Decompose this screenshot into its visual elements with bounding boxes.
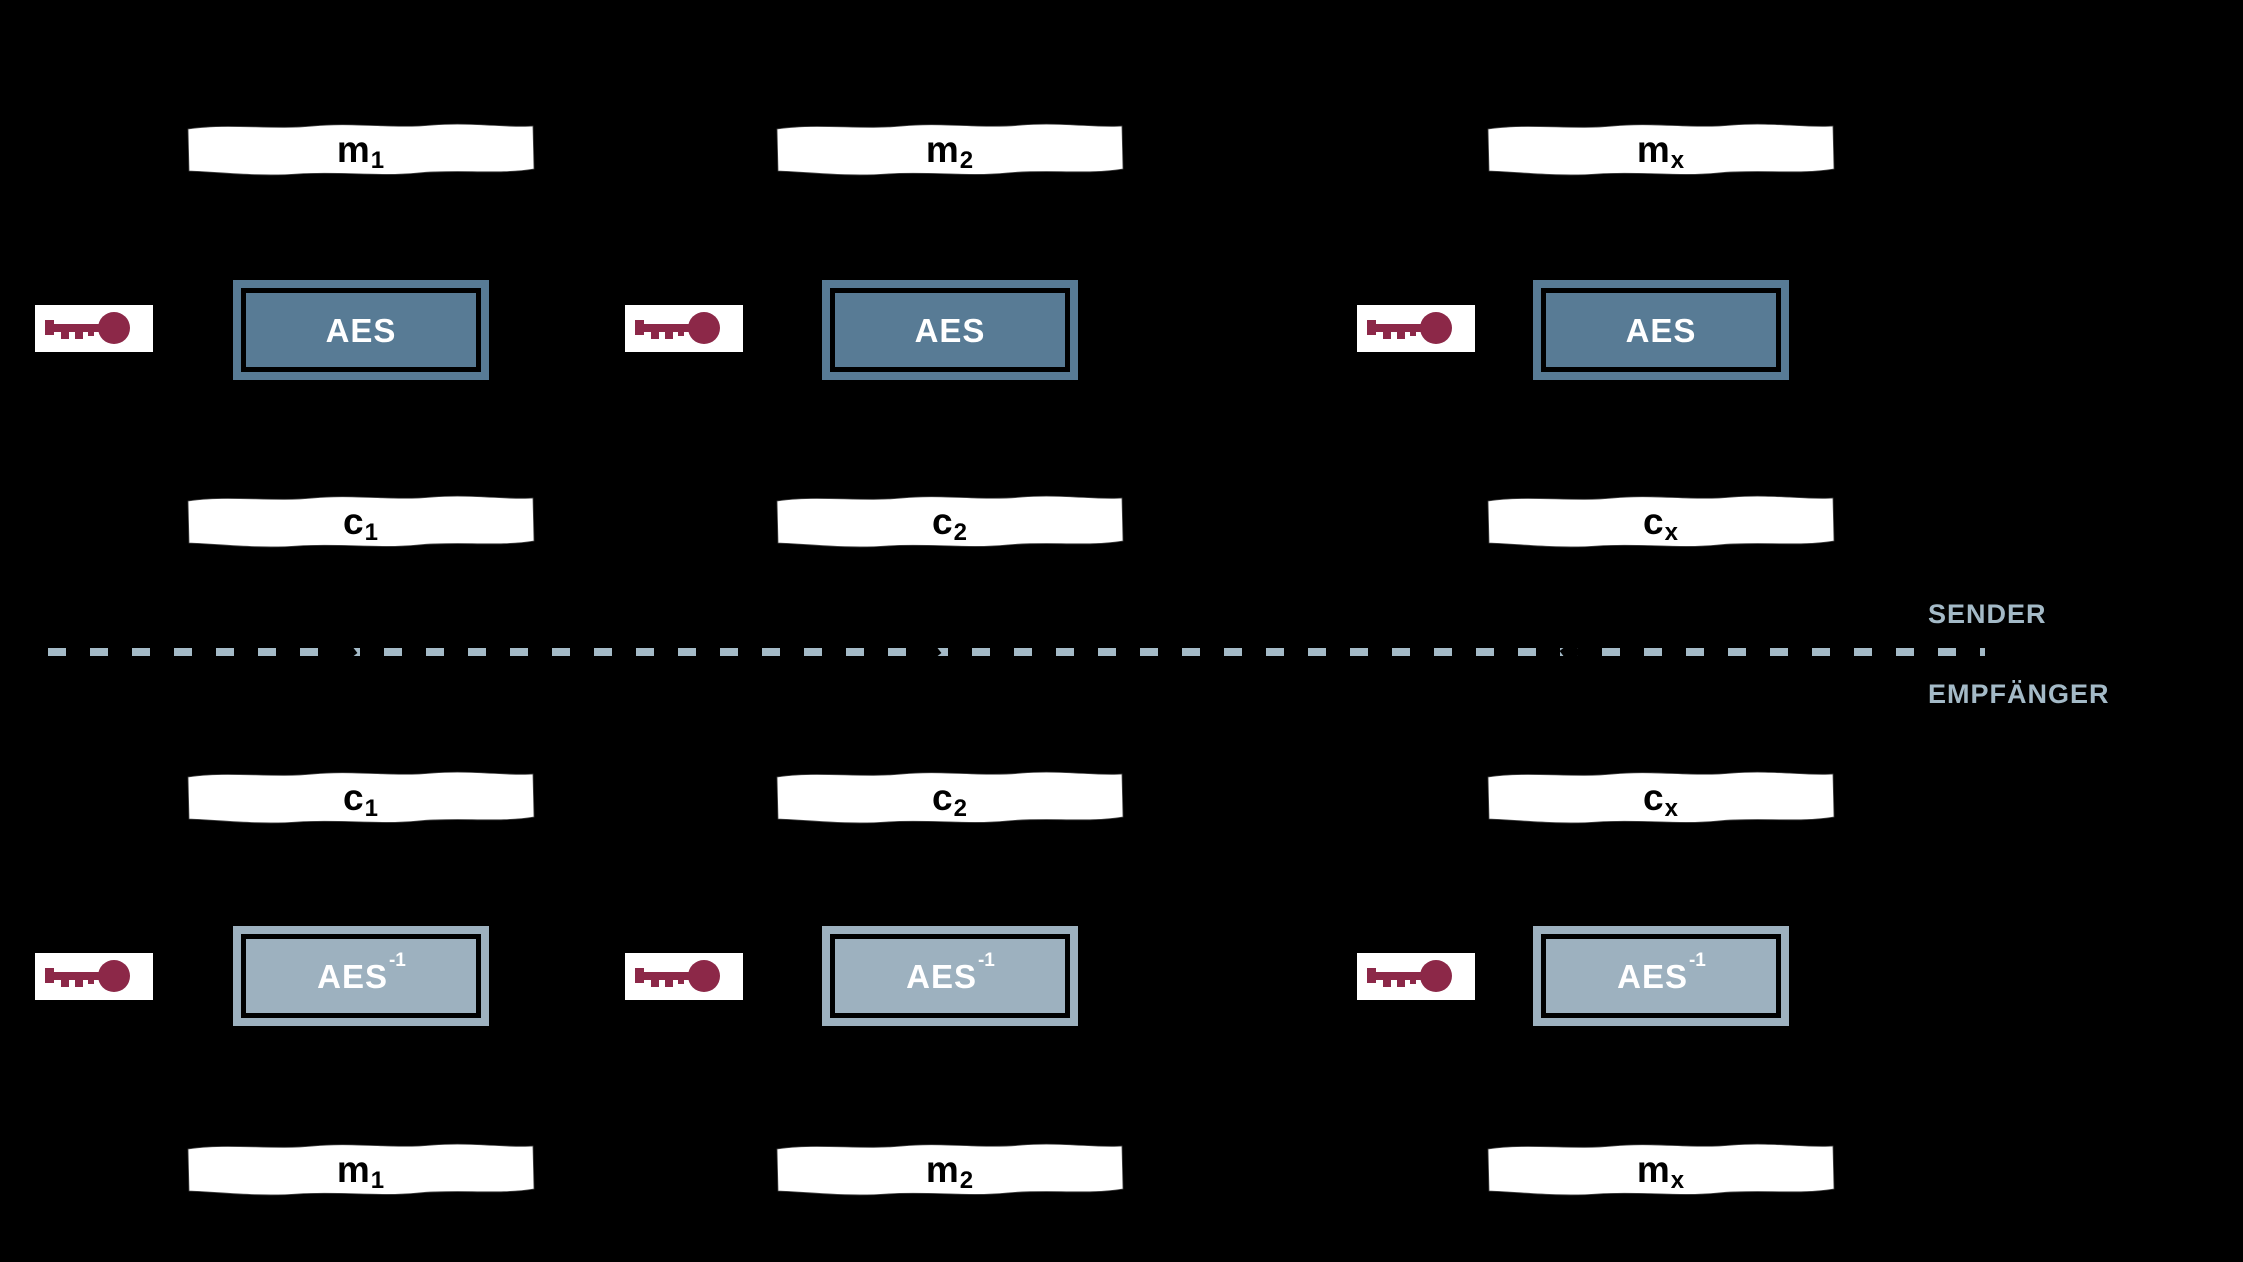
- arrow-crossing-mark: [335, 641, 358, 663]
- wavy-rect: [1487, 495, 1835, 548]
- aes-decrypt-box-3: AES-1: [1533, 926, 1789, 1026]
- aes-decrypt-box-2: AES-1: [822, 926, 1078, 1026]
- wavy-rect: [776, 771, 1124, 824]
- wavy-rect: [1487, 1143, 1835, 1196]
- arrow-crossing-mark: [1559, 641, 1582, 663]
- wavy-rect: [776, 123, 1124, 176]
- key-icon: [1367, 960, 1452, 992]
- key-icon: [35, 953, 153, 1000]
- key-icon: [635, 312, 720, 344]
- wavy-rect: [1487, 123, 1835, 176]
- aes-inverse-label: AES-1: [1617, 949, 1706, 995]
- aes-encrypt-box-3: AES: [1533, 280, 1789, 380]
- aes-encrypt-box-2: AES: [822, 280, 1078, 380]
- wavy-rect: [776, 1143, 1124, 1196]
- arrow-crossing-mark: [919, 641, 942, 663]
- wavy-rect: [187, 123, 535, 176]
- aes-decrypt-box-1: AES-1: [233, 926, 489, 1026]
- aes-label: AES: [325, 311, 397, 349]
- key-icon: [625, 953, 743, 1000]
- wavy-rect: [187, 771, 535, 824]
- sender-receiver-divider: [48, 648, 1985, 656]
- aes-inverse-label: AES-1: [906, 949, 995, 995]
- receiver-label: EMPFÄNGER: [1928, 679, 2110, 709]
- aes-encrypt-box-1: AES: [233, 280, 489, 380]
- key-icon: [625, 305, 743, 352]
- wavy-rect: [1487, 771, 1835, 824]
- aes-label: AES: [914, 311, 986, 349]
- sender-label: SENDER: [1928, 599, 2047, 629]
- wavy-rect: [776, 495, 1124, 548]
- key-icon: [45, 312, 130, 344]
- aes-label: AES: [1625, 311, 1697, 349]
- wavy-rect: [187, 495, 535, 548]
- aes-inverse-label: AES-1: [317, 949, 406, 995]
- key-icon: [35, 305, 153, 352]
- key-icon: [1357, 305, 1475, 352]
- key-icon: [45, 960, 130, 992]
- key-icon: [1357, 953, 1475, 1000]
- key-icon: [1367, 312, 1452, 344]
- wavy-rect: [187, 1143, 535, 1196]
- key-icon: [635, 960, 720, 992]
